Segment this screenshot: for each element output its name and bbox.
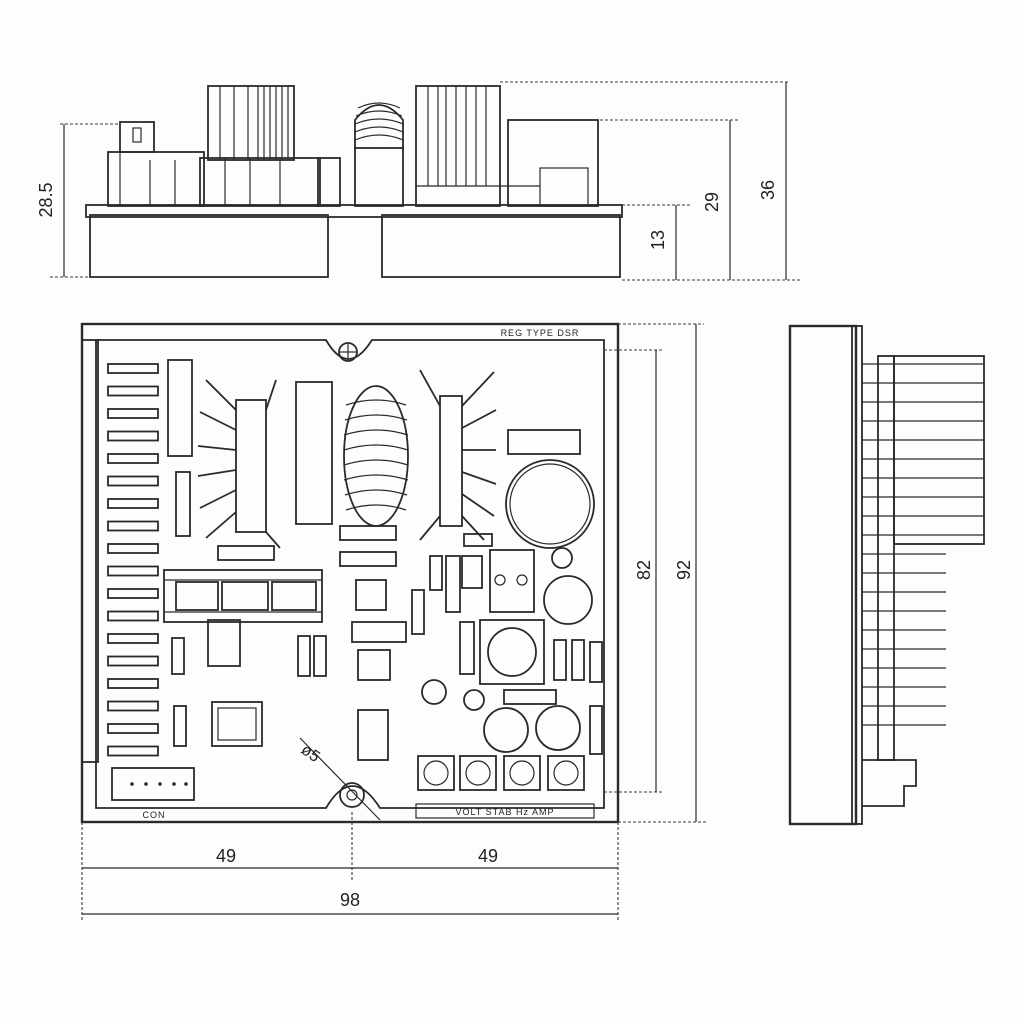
dim-outer-height: 92 [674,560,694,580]
transistor-bank [163,569,323,623]
resistor-1 [217,545,275,561]
potentiometers [417,755,585,791]
terminal-fin [107,385,159,397]
pot-volt [417,755,455,791]
terminal-fin [107,363,159,374]
end-view-pcb [877,355,895,761]
terminal-fin [107,588,159,599]
dim-total-width: 98 [340,890,360,910]
end-view [788,324,985,826]
board-inner-outline [95,339,605,809]
ic-vertical [295,381,333,525]
side-base-left [89,214,329,278]
terminal-fin [107,655,159,667]
transformer [479,619,545,685]
heatsink-left [197,379,281,549]
capacitor-mid [543,575,593,625]
end-view-body [788,324,858,826]
terminal-fin [107,745,159,757]
pot-hz [503,755,541,791]
terminal-fin [107,610,159,622]
heatsink-right [419,369,497,541]
hole-diameter-label: ø5 [298,741,323,766]
terminal-fin [107,723,159,734]
ic-2 [355,579,387,611]
dim-left-half: 49 [216,846,236,866]
dim-board-height: 28.5 [36,182,56,217]
side-pcb-plate [85,204,623,218]
pot-labels: VOLT STAB Hz AMP [455,807,554,817]
dim-total-height: 36 [758,180,778,200]
side-terminal-tab [119,121,155,153]
terminal-fin [107,678,159,689]
terminal-fins [107,363,159,757]
board-outline [80,322,620,824]
bottom-mount-hole [339,782,365,808]
end-view-connector [862,759,917,807]
dim-right-half: 49 [478,846,498,866]
dim-base-height: 13 [648,230,668,250]
end-view-heatsink [893,355,985,545]
terminal-fin [107,520,159,532]
terminal-fin [107,633,159,644]
side-coil-top [354,104,404,150]
board-type-label: REG TYPE DSR [501,328,580,338]
terminal-fin [107,565,159,577]
side-heatsink-left [207,85,295,161]
capacitor-rect [507,429,581,455]
end-view-fins [862,363,984,726]
pot-stab [459,755,497,791]
side-coil-base [354,147,404,207]
ic-4 [357,709,389,761]
terminal-fin [107,453,159,464]
side-comp-mid [199,157,321,207]
terminal-fin [107,475,159,487]
ic-3 [357,649,391,681]
side-capacitor-box [507,119,599,207]
dim-inner-height: 82 [634,560,654,580]
side-terminal-slot [132,127,142,143]
small-cap-left [175,471,191,537]
ic-qfp [211,701,263,747]
terminal-fin [107,498,159,509]
terminal-fin [107,408,159,419]
terminal-fin [107,700,159,712]
terminal-strip [81,339,99,763]
terminal-fin [107,543,159,554]
connector-label: CON [143,810,166,820]
connector [111,767,195,801]
capacitor-large [505,459,595,549]
resistor-2 [339,525,397,541]
dim-component-height: 29 [702,192,722,212]
tall-resistor [167,359,193,457]
crystal [351,621,407,643]
side-heatsink-right [415,85,501,207]
top-view: ø5 REG TYPE DSR [80,322,708,920]
relay [489,549,535,613]
ic-1 [207,619,241,667]
side-comp-left [107,151,205,207]
side-base-right [381,214,621,278]
capacitor-small [551,547,573,569]
top-mount-hole [338,342,358,362]
resistor-3 [339,551,397,567]
pot-amp [547,755,585,791]
side-view: 28.5 13 29 36 [36,81,800,281]
terminal-fin [107,430,159,442]
